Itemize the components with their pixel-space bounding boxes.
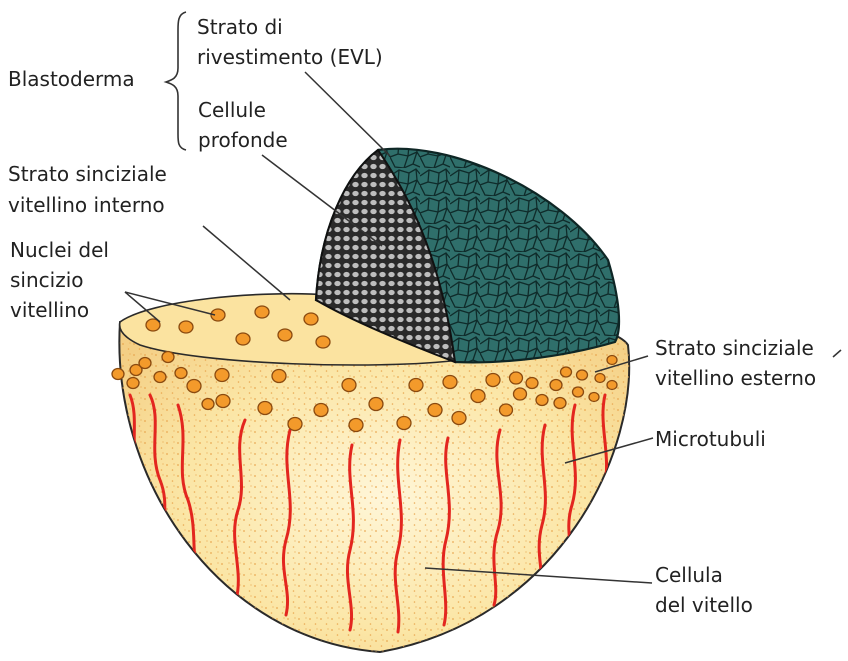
blastoderma-brace (166, 12, 186, 150)
label-ysl-external-line1: Strato sinciziale (655, 335, 814, 362)
label-ysl-external-line2: vitellino esterno (655, 365, 816, 392)
label-deep-line2: profonde (198, 127, 288, 154)
label-blastoderma: Blastoderma (8, 66, 135, 93)
label-evl-line1: Strato di (197, 14, 283, 41)
label-evl-line2: rivestimento (EVL) (197, 44, 383, 71)
label-nuclei-line2: sincizio (10, 267, 84, 294)
label-ysl-internal-line2: vitellino interno (8, 192, 165, 219)
label-microtubuli: Microtubuli (655, 426, 766, 453)
label-yolk-cell-line2: del vitello (655, 592, 753, 619)
label-deep-line1: Cellule (198, 97, 266, 124)
label-nuclei-line3: vitellino (10, 297, 89, 324)
label-yolk-cell-line1: Cellula (655, 562, 723, 589)
label-ysl-internal-line1: Strato sinciziale (8, 161, 167, 188)
label-nuclei-line1: Nuclei del (10, 237, 109, 264)
